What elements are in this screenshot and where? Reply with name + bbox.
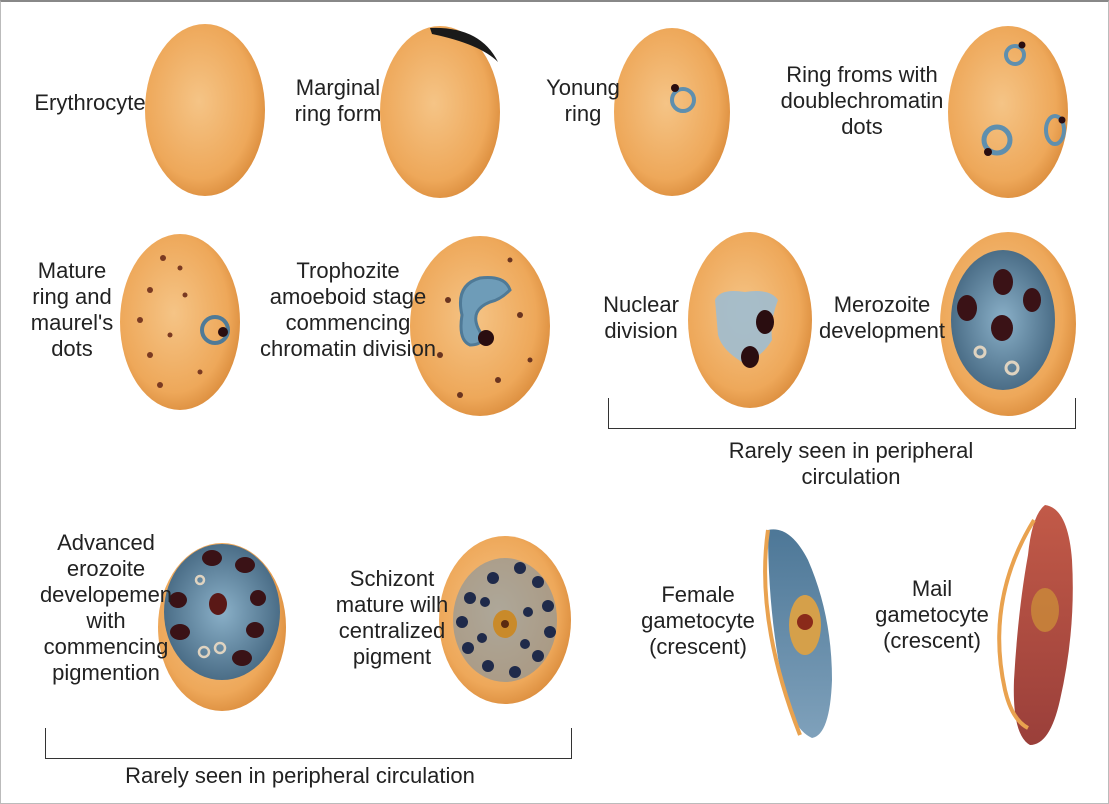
schizont-cell bbox=[439, 536, 571, 704]
advanced-merozoite-cell bbox=[158, 543, 286, 711]
erythrocyte-cell bbox=[145, 24, 265, 196]
young-ring-cell bbox=[614, 28, 730, 196]
upper-bracket bbox=[608, 398, 1076, 429]
double-chromatin-cell bbox=[948, 26, 1068, 198]
male-gametocyte-cell bbox=[999, 505, 1073, 745]
nuclear-division-cell bbox=[688, 232, 812, 408]
merozoite-cell bbox=[940, 232, 1076, 416]
maurer-dots-cell bbox=[120, 234, 240, 410]
lower-caption: Rarely seen in peripheral circulation bbox=[125, 763, 475, 789]
marginal-ring-cell bbox=[380, 26, 500, 198]
label-erythrocyte: Erythrocyte bbox=[34, 90, 145, 116]
female-gametocyte-cell bbox=[765, 529, 832, 738]
upper-caption: Rarely seen in peripheral circulation bbox=[729, 438, 974, 490]
lower-bracket bbox=[45, 728, 572, 759]
